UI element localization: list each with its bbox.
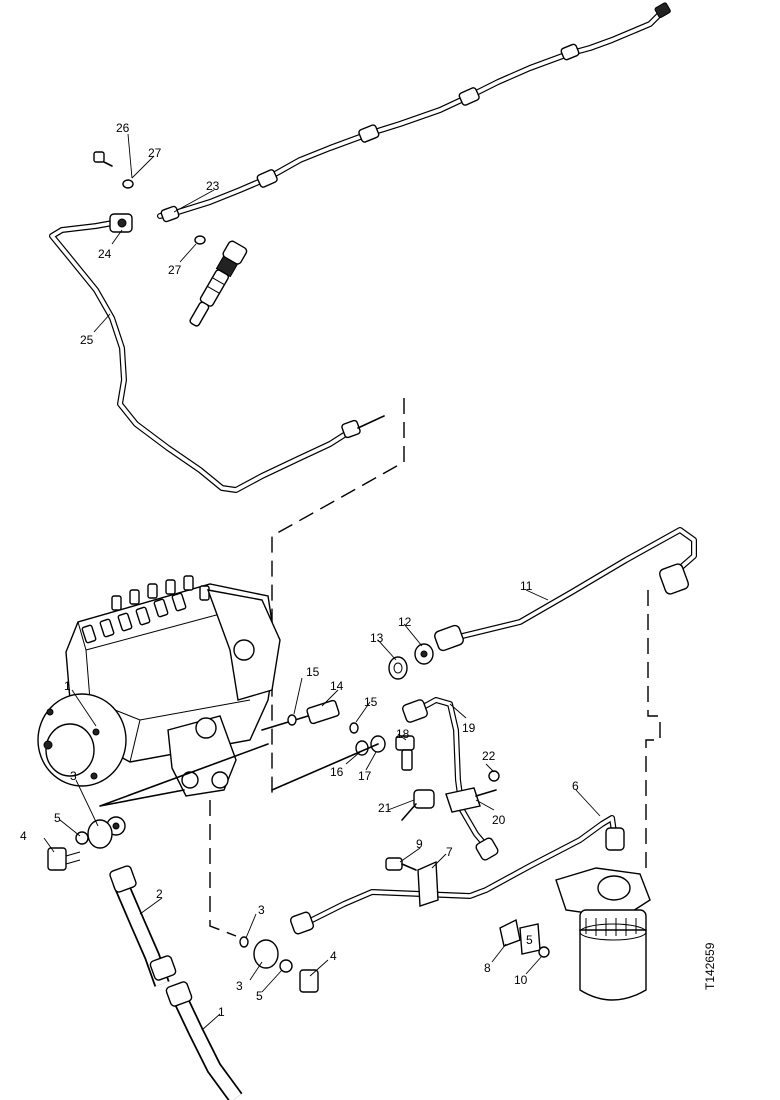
callout-10: 10 [514,973,528,987]
washer-13 [388,656,408,680]
banjo-16-17 [271,735,386,791]
callout-24: 24 [98,247,112,261]
fuel-line-6 [289,815,625,935]
nut-10 [538,946,550,958]
washer-27-upper [122,179,134,189]
banjo-bolt-26 [93,151,113,167]
injection-pump [37,575,281,797]
callout-2: 2 [156,887,163,901]
inlet-fittings-3-5-4-lower [253,939,319,993]
callout-7: 7 [446,845,453,859]
callout-9: 9 [416,837,423,851]
callout-16: 16 [330,765,344,779]
callout-5: 5 [54,811,61,825]
callout-17: 17 [358,769,372,783]
fuel-line-11 [434,527,697,652]
delivery-valves [81,575,210,644]
callout-11: 11 [520,579,533,593]
dashed-connector-lower-left [209,800,237,937]
bleed-line-19 [402,697,499,861]
callout-23: 23 [206,179,220,193]
pump-inlet-line [99,743,269,807]
fuel-hose-2 [109,865,177,987]
washer-5-small [239,936,249,948]
nut-12 [414,643,434,665]
callout-21: 21 [378,801,392,815]
callout-13: 13 [370,631,384,645]
callout-15: 15 [364,695,378,709]
fuel-pipe-1 [165,981,243,1100]
banjo-inlet-assembly [47,816,126,871]
callout-27: 27 [148,146,162,160]
leader-lines [43,133,601,1031]
callout-27: 27 [168,263,182,277]
connector-14 [261,699,340,731]
callout-1: 1 [64,679,71,693]
pump-drive-flange [37,693,127,787]
callout-25: 25 [80,333,94,347]
fuel-return-pipe-25 [49,219,385,493]
bolt-18 [395,735,415,771]
bolt-21 [401,789,435,821]
callout-3: 3 [236,979,243,993]
bracket-7 [417,860,439,907]
callout-5: 5 [256,989,263,1003]
bolt-9 [385,857,417,871]
fuel-injector [189,240,248,327]
callout-4: 4 [20,829,27,843]
clip-20 [445,787,497,813]
callout-19: 19 [462,721,476,735]
callout-3: 3 [70,769,77,783]
callout-5: 5 [526,933,533,947]
clip-8 [499,918,541,955]
callout-6: 6 [572,779,579,793]
callout-26: 26 [116,121,130,135]
washer-15-right [349,722,359,734]
fuel-lift-pump [167,715,237,797]
callout-3: 3 [258,903,265,917]
callout-15: 15 [306,665,320,679]
callout-20: 20 [492,813,506,827]
injector-leak-off-line-23 [157,2,671,223]
banjo-fitting-24 [109,213,133,233]
callout-8: 8 [484,961,491,975]
washer-15-left [287,714,297,726]
figure-reference-id: T142659 [703,942,717,990]
dashed-connector-filter [645,590,661,874]
callout-12: 12 [398,615,412,629]
fuel-filter [555,867,651,1001]
callout-18: 18 [396,727,410,741]
callout-14: 14 [330,679,344,693]
callout-1: 1 [218,1005,225,1019]
callout-22: 22 [482,749,496,763]
callout-labels: 26 27 23 24 27 25 11 12 13 15 14 15 19 1… [20,121,579,1019]
washer-27-lower [194,235,206,245]
callout-4: 4 [330,949,337,963]
nut-22 [488,770,500,782]
